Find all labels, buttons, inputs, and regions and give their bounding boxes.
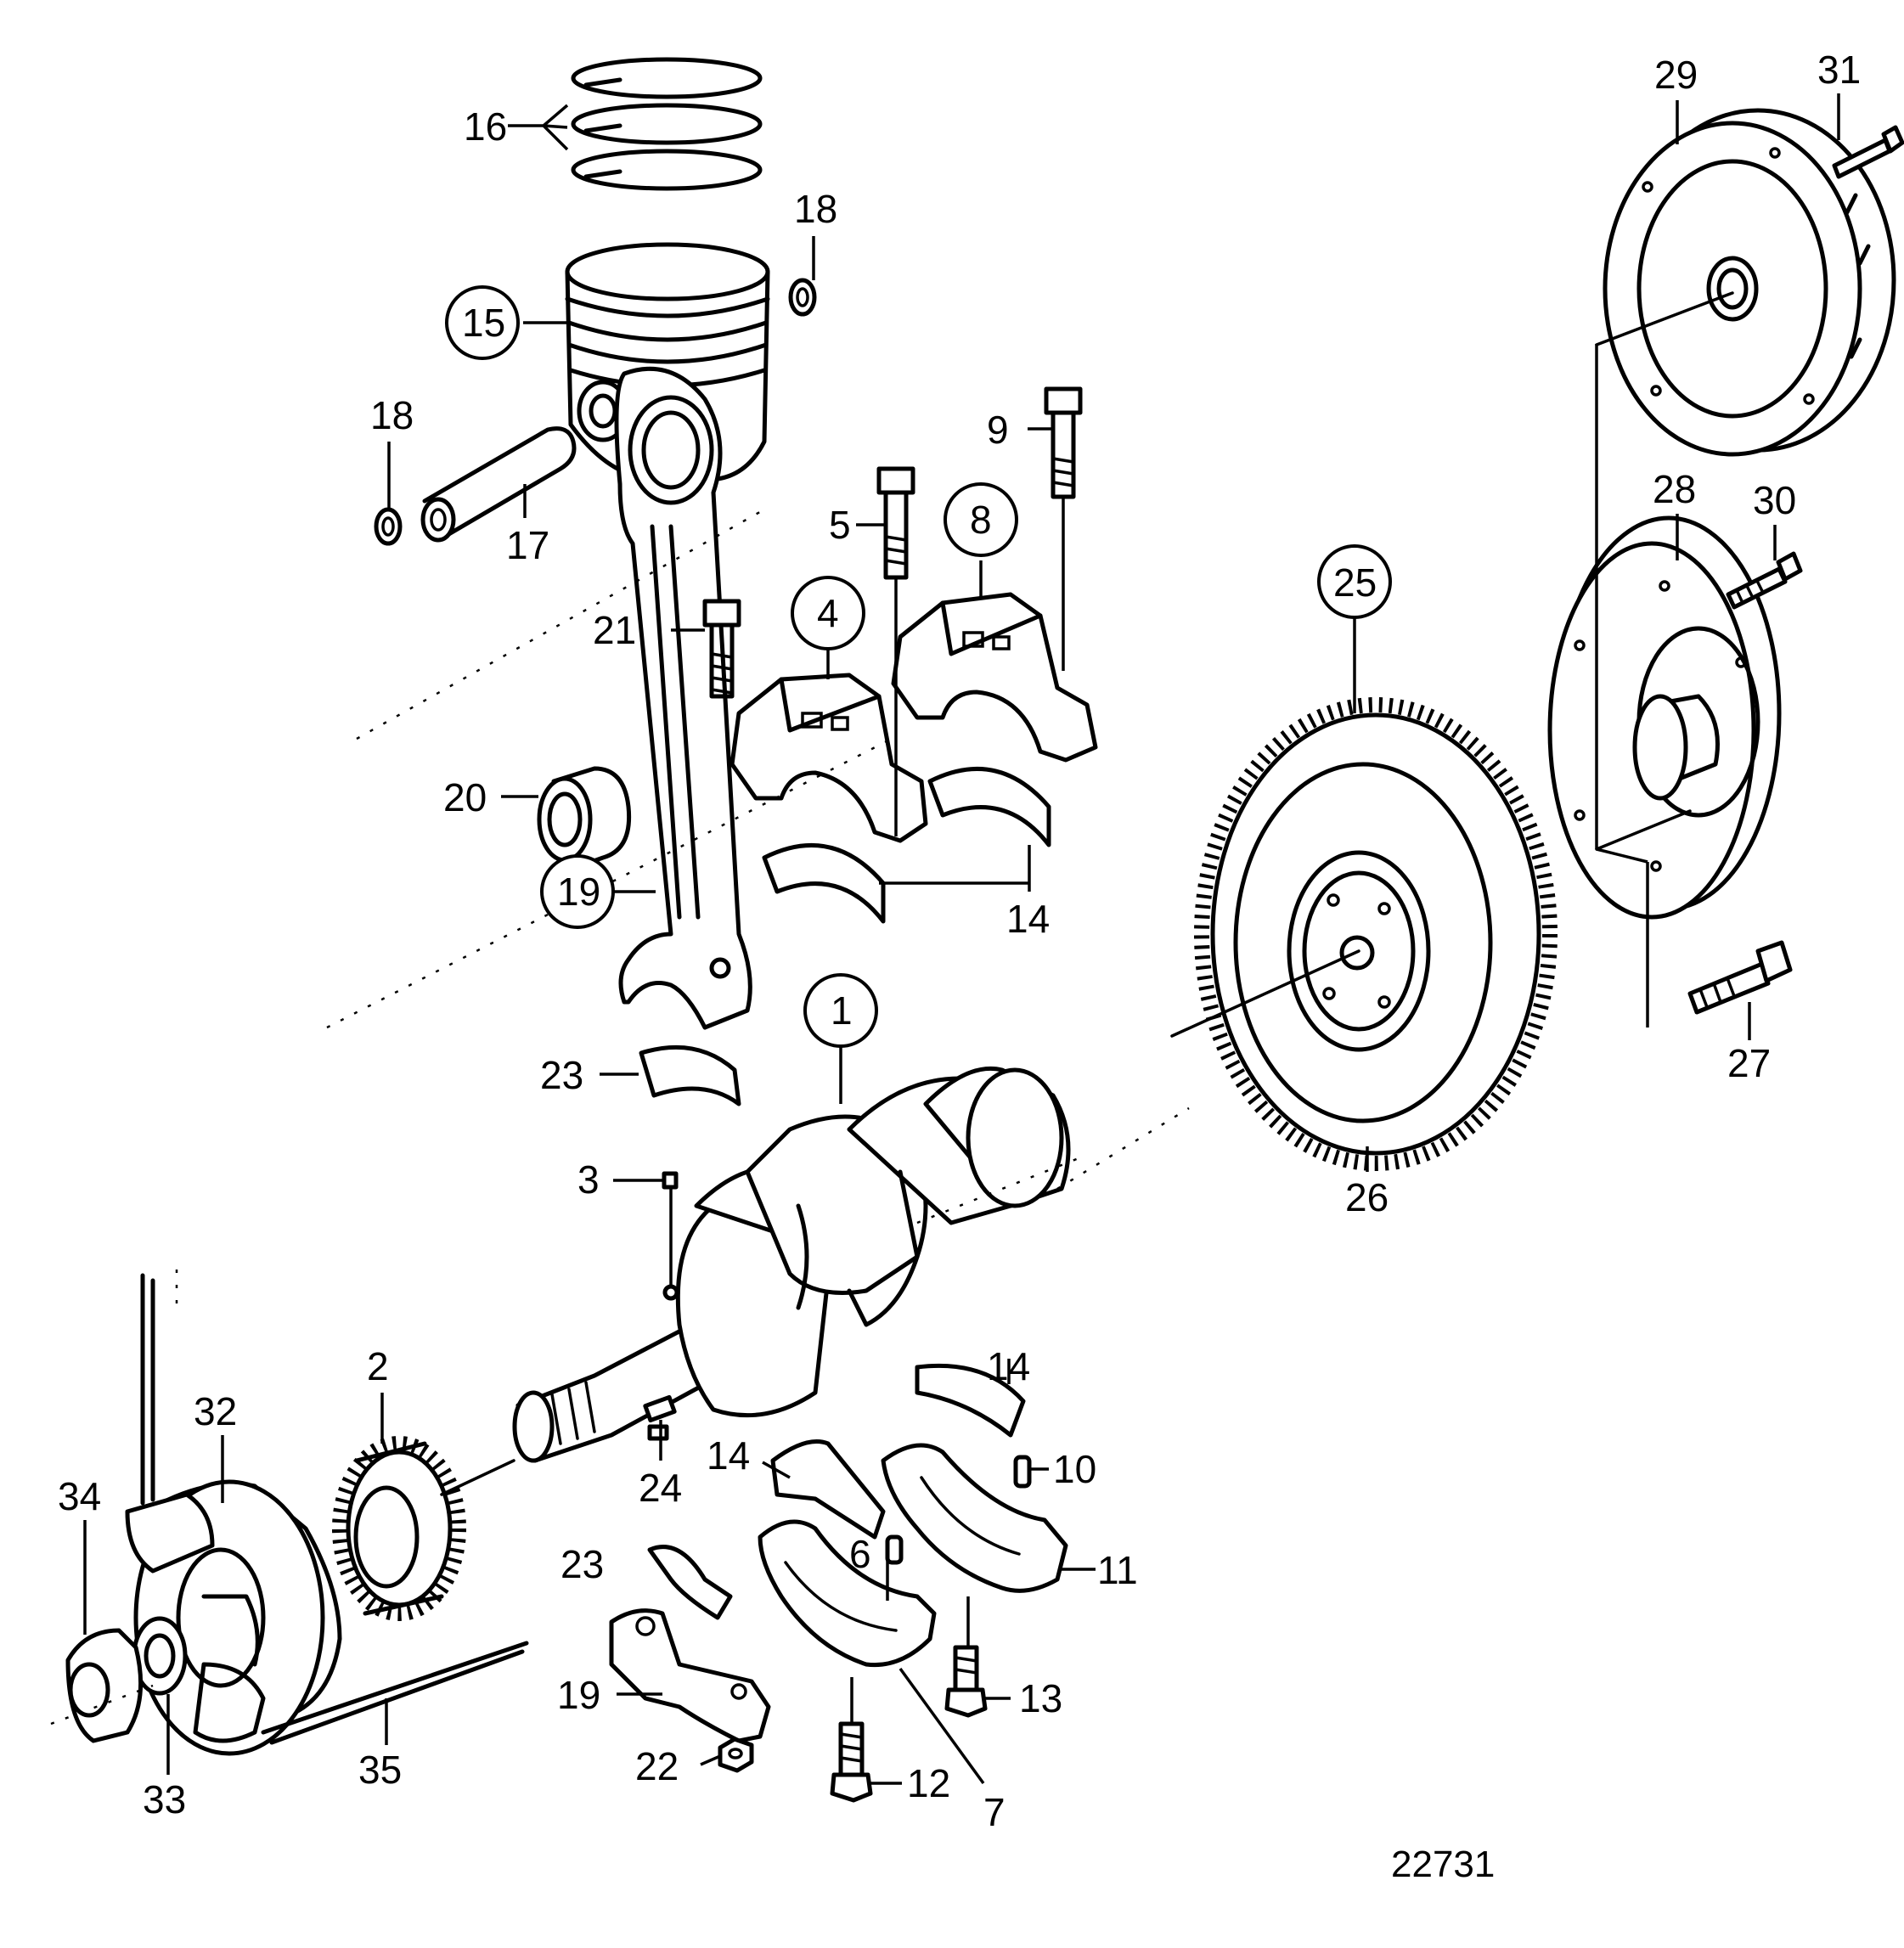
small-end-bushing xyxy=(537,766,632,873)
callout-34: 34 xyxy=(58,1474,101,1518)
callout-14-right: 14 xyxy=(987,1344,1030,1388)
main-bearing-cap-lower xyxy=(758,1519,937,1668)
callout-17: 17 xyxy=(506,523,549,567)
bearing-shell-upper xyxy=(639,1044,741,1106)
callout-31: 31 xyxy=(1817,48,1861,92)
piston xyxy=(565,242,770,482)
callout-10: 10 xyxy=(1053,1447,1096,1491)
callout-29: 29 xyxy=(1654,53,1698,97)
callout-8: 8 xyxy=(970,498,992,542)
callout-1: 1 xyxy=(831,988,853,1033)
conrod-cap xyxy=(609,1608,771,1743)
flywheel-bolt-27 xyxy=(1687,940,1793,1015)
main-bearing-cap-8 xyxy=(891,592,1098,763)
bearing-shell-lower-center xyxy=(770,1439,886,1540)
callout-19-upper: 19 xyxy=(557,870,600,914)
thrust-bearing-cap xyxy=(881,1443,1068,1593)
circlip-top xyxy=(788,278,817,317)
main-bearing-cap-4 xyxy=(729,673,928,843)
callout-21: 21 xyxy=(593,608,636,652)
dowel-pin-10 xyxy=(1013,1455,1032,1489)
callout-35: 35 xyxy=(358,1748,402,1792)
hub-nut xyxy=(65,1628,144,1743)
cap-bolt-13 xyxy=(944,1645,988,1718)
callout-2: 2 xyxy=(367,1344,389,1388)
callout-12: 12 xyxy=(907,1761,950,1805)
callout-9: 9 xyxy=(987,408,1009,452)
timing-gear xyxy=(332,1436,466,1621)
callout-23-upper: 23 xyxy=(540,1053,583,1097)
cap-bolt-12 xyxy=(830,1721,873,1803)
conrod-bolt xyxy=(702,599,741,699)
piston-rings xyxy=(571,57,763,191)
diagram-reference-number: 22731 xyxy=(1391,1844,1495,1885)
callout-6: 6 xyxy=(849,1532,871,1576)
crankshaft xyxy=(512,1066,1071,1463)
callout-19-lower: 19 xyxy=(557,1673,600,1717)
damper-bolt xyxy=(1832,125,1904,179)
callout-16: 16 xyxy=(464,104,507,149)
callout-25: 25 xyxy=(1333,560,1377,605)
drive-belt xyxy=(140,1273,529,1745)
callout-26: 26 xyxy=(1345,1175,1389,1219)
callout-22: 22 xyxy=(635,1744,679,1788)
piston-pin xyxy=(420,426,577,543)
callout-24: 24 xyxy=(639,1466,682,1510)
circlip-left xyxy=(374,507,403,546)
leader-lines xyxy=(83,93,1840,1785)
callout-14-center: 14 xyxy=(707,1433,750,1478)
bearing-shell-lower-right xyxy=(915,1363,1026,1438)
callout-11: 11 xyxy=(1097,1548,1138,1592)
callout-14-upper: 14 xyxy=(1006,897,1050,941)
callout-23-lower: 23 xyxy=(560,1542,604,1586)
conrod-nut xyxy=(718,1737,754,1773)
callout-4: 4 xyxy=(817,591,839,635)
callout-18-top: 18 xyxy=(794,187,837,231)
woodruff-key xyxy=(643,1394,677,1423)
callout-labels: 16 15 18 18 17 21 20 19 23 4 5 8 9 14 1 … xyxy=(58,48,1861,1885)
callout-33: 33 xyxy=(143,1777,186,1821)
coupling-bolt-30 xyxy=(1726,551,1803,610)
callout-18-left: 18 xyxy=(370,393,414,437)
connecting-rod xyxy=(614,366,752,1030)
callout-27: 27 xyxy=(1727,1041,1771,1085)
callout-32: 32 xyxy=(194,1389,237,1433)
main-cap-bolt-5 xyxy=(876,466,915,580)
crankshaft-plug xyxy=(662,1171,679,1190)
callout-13: 13 xyxy=(1019,1676,1062,1720)
callout-30: 30 xyxy=(1753,478,1796,522)
callout-20: 20 xyxy=(443,775,487,819)
flywheel-coupling xyxy=(1547,515,1782,920)
main-cap-bolt-9 xyxy=(1044,386,1083,499)
callout-3: 3 xyxy=(577,1157,600,1202)
callout-28: 28 xyxy=(1653,467,1696,511)
flywheel xyxy=(1194,697,1558,1171)
callout-5: 5 xyxy=(829,503,851,547)
bearing-shell-conrod-lower xyxy=(647,1545,733,1620)
bearing-shells-upper xyxy=(762,767,1051,924)
damper-plate xyxy=(1603,108,1896,457)
pulley-hub xyxy=(125,1479,342,1756)
dowel-pin-6 xyxy=(885,1534,904,1565)
callout-15: 15 xyxy=(462,301,505,345)
assembly-axis-lines xyxy=(50,291,1734,1726)
callout-7: 7 xyxy=(983,1790,1006,1834)
